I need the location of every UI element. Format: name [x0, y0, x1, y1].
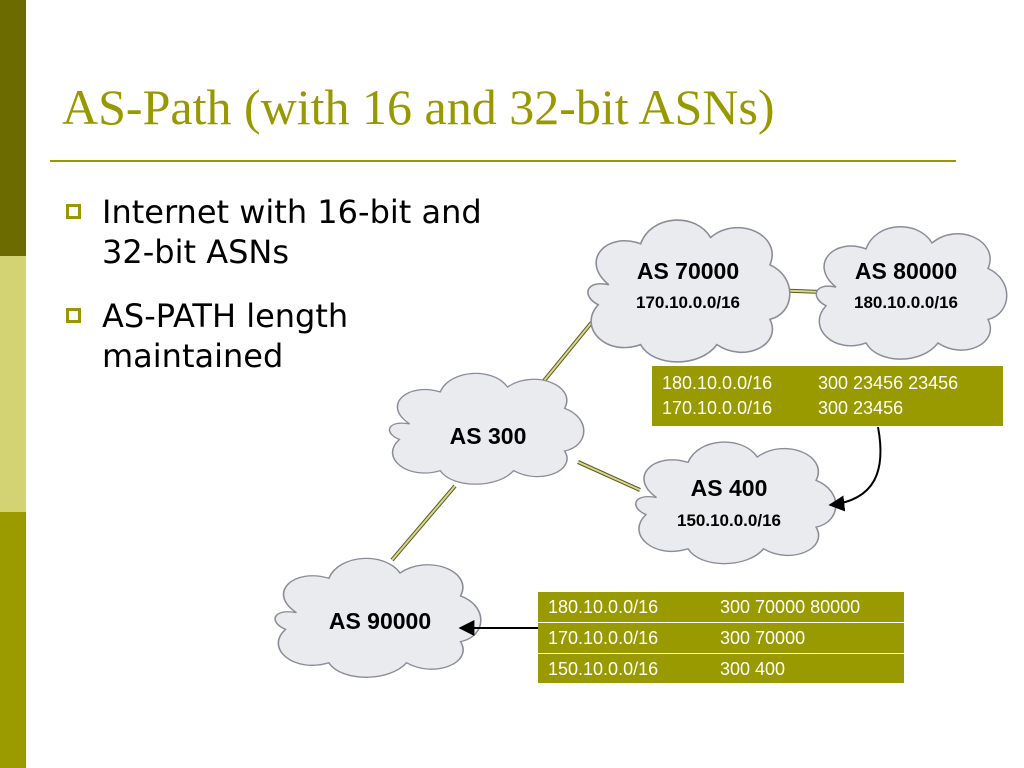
- as400-label: AS 400: [691, 475, 768, 501]
- as70000-prefix: 170.10.0.0/16: [636, 293, 740, 312]
- table-row: 180.10.0.0/16 300 23456 23456: [652, 371, 1003, 396]
- route-prefix: 180.10.0.0/16: [548, 597, 659, 617]
- bullet-text: Internet with 16-bit and 32-bit ASNs: [102, 193, 482, 271]
- table-row: 170.10.0.0/16 300 70000: [538, 622, 904, 653]
- as400-prefix: 150.10.0.0/16: [677, 511, 781, 530]
- link-as300-as400: [577, 461, 641, 491]
- as70000-label: AS 70000: [637, 258, 739, 284]
- as80000-label: AS 80000: [855, 258, 957, 284]
- table-row: 170.10.0.0/16 300 23456: [652, 396, 1003, 421]
- as400-route-table: 180.10.0.0/16 300 23456 23456 170.10.0.0…: [652, 366, 1003, 426]
- cloud-icon: [634, 441, 837, 565]
- route-as-path: 300 400: [720, 659, 786, 679]
- cloud-icon: [587, 219, 791, 363]
- route-as-path: 300 23456 23456: [818, 373, 959, 393]
- slide-title: AS-Path (with 16 and 32-bit ASNs): [62, 79, 775, 135]
- link-as300-as90000: [391, 485, 456, 561]
- square-bullet-icon: [66, 308, 81, 323]
- sidebar-band-dark: [0, 0, 26, 256]
- route-prefix: 170.10.0.0/16: [662, 398, 773, 418]
- cloud-as400: [634, 441, 837, 565]
- route-as-path: 300 23456: [818, 398, 904, 418]
- route-as-path: 300 70000: [720, 628, 806, 648]
- as90000-route-table: 180.10.0.0/16 300 70000 80000 170.10.0.0…: [538, 592, 904, 683]
- bullet-item: AS-PATH length maintained: [66, 296, 526, 376]
- as300-label: AS 300: [450, 423, 527, 449]
- route-prefix: 180.10.0.0/16: [662, 373, 773, 393]
- bullet-item: Internet with 16-bit and 32-bit ASNs: [66, 192, 526, 272]
- as80000-prefix: 180.10.0.0/16: [854, 293, 958, 312]
- title-underline: [50, 160, 956, 162]
- route-as-path: 300 70000 80000: [720, 597, 861, 617]
- arrow-to-as400: [828, 426, 882, 512]
- square-bullet-icon: [66, 204, 81, 219]
- route-prefix: 170.10.0.0/16: [548, 628, 659, 648]
- bullet-text: AS-PATH length maintained: [102, 297, 349, 375]
- table-row: 150.10.0.0/16 300 400: [538, 653, 904, 684]
- sidebar-band-light: [0, 256, 26, 512]
- cloud-as70000: [587, 219, 791, 363]
- table-row: 180.10.0.0/16 300 70000 80000: [538, 592, 904, 622]
- as90000-label: AS 90000: [329, 608, 431, 634]
- sidebar-band-olive: [0, 512, 26, 768]
- route-prefix: 150.10.0.0/16: [548, 659, 659, 679]
